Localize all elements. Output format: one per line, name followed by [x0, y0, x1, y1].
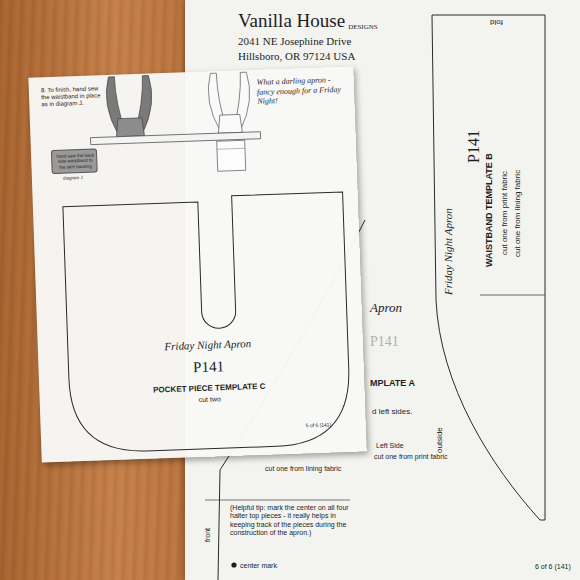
cutting-note: cut two: [110, 392, 310, 407]
pattern-line: [205, 500, 350, 501]
marking-line: [480, 295, 545, 296]
apron-bib: [116, 118, 145, 137]
apron-bib: [218, 114, 243, 133]
apron-skirt: [217, 140, 246, 171]
front-pattern-sheet: 8. To finish, hand sew the waistband in …: [28, 66, 366, 462]
cutting-note: cut one from print fabric: [500, 171, 510, 255]
center-mark-dot: [231, 562, 236, 567]
cut-line: [63, 192, 352, 454]
brand-name: Vanilla House: [238, 10, 345, 33]
brand-suffix: DESIGNS: [348, 23, 378, 31]
edge-label: front: [204, 528, 212, 542]
pocket-template: Friday Night ApronP141POCKET PIECE TEMPL…: [58, 189, 357, 457]
page-number: 5 of 6 (141): [306, 421, 332, 428]
helpful-tip: (Helpful tip: mark the center on all fou…: [230, 504, 355, 538]
skirt-seam: [217, 148, 245, 150]
template-name: WAISTBAND TEMPLATE B: [484, 153, 495, 267]
diagram-j-box: hand sew the back side waistband to the …: [51, 148, 98, 174]
pattern-title: Apron: [370, 300, 402, 316]
template-name: POCKET PIECE TEMPLATE C: [109, 380, 309, 397]
faint-pattern-number: P141: [370, 334, 399, 351]
apron-illustration: [28, 66, 366, 462]
edge-label: outside: [435, 427, 445, 453]
side-label: Left Side: [376, 442, 404, 450]
pattern-number: P141: [464, 130, 483, 163]
diagram-label: diagram J: [63, 175, 83, 181]
center-mark-label: center mark: [240, 562, 277, 570]
address-line: Hillsboro, OR 97124 USA: [238, 50, 355, 63]
fold-label: fold: [490, 17, 503, 27]
tagline: What a darling apron - fancy enough for …: [257, 75, 346, 107]
template-name: MPLATE A: [370, 378, 415, 389]
cutting-note: cut one from print fabric: [374, 453, 448, 461]
page-number: 6 of 6 (141): [535, 563, 571, 571]
cutting-note: cut one from lining fabric: [265, 465, 341, 473]
instruction-step: 8. To finish, hand sew the waistband in …: [41, 85, 106, 109]
pattern-title: Friday Night Apron: [442, 208, 455, 295]
cutting-note: cut one from lining fabric: [513, 170, 523, 257]
waistband-template: foldFriday Night Apron P141WAISTBAND TEMP…: [420, 5, 570, 530]
cut-line: [432, 15, 545, 520]
pocket-template-outline: [58, 189, 357, 457]
diagram-note: hand sew the back side waistband to the …: [55, 153, 96, 171]
pattern-title: Friday Night Apron: [108, 335, 308, 355]
address-line: 2041 NE Josephine Drive: [238, 35, 351, 48]
instruction-fragment: d left sides.: [372, 407, 412, 417]
pattern-number: P141: [108, 354, 309, 379]
